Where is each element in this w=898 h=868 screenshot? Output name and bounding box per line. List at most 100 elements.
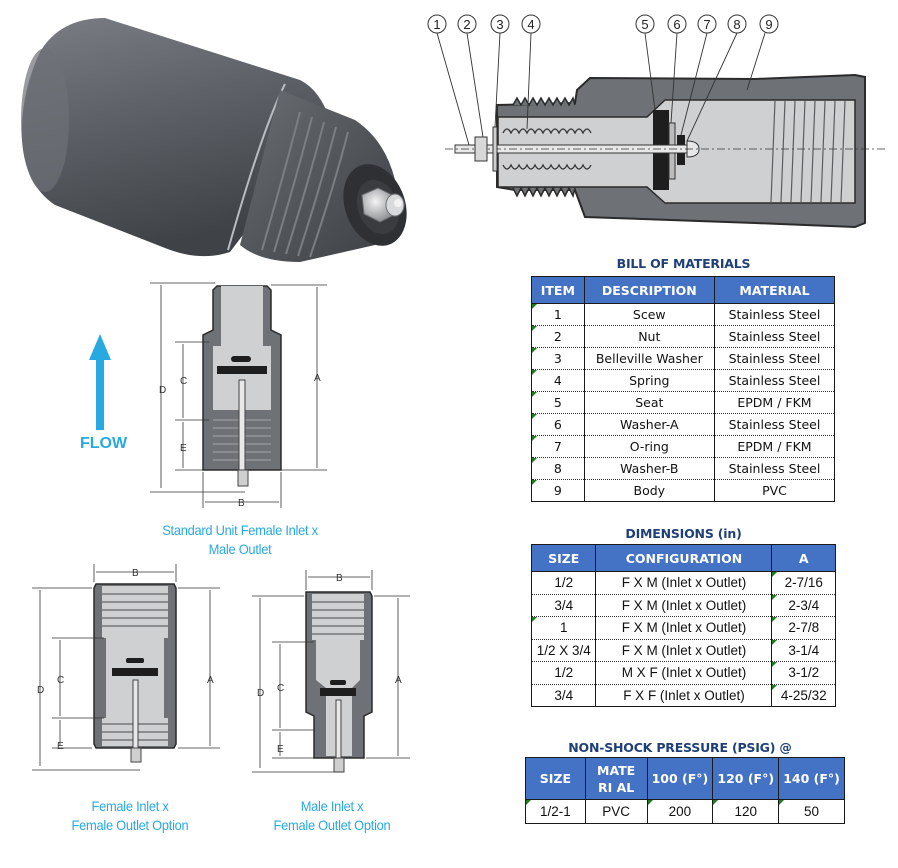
bom-title: BILL OF MATERIALS xyxy=(616,256,751,271)
dim-a-cell: 3-1/4 xyxy=(771,639,836,662)
svg-text:8: 8 xyxy=(733,17,740,32)
dim-label-a: A xyxy=(395,675,402,686)
dim-label-a: A xyxy=(314,373,321,384)
bom-description-cell: Spring xyxy=(583,369,715,392)
bom-description-cell: Washer-A xyxy=(583,413,715,436)
dim-size-cell: 1/2 xyxy=(530,571,597,595)
bom-material-cell: EPDM / FKM xyxy=(713,435,836,458)
dim-label-b: B xyxy=(132,568,139,579)
dim-configuration-cell: F X M (Inlet x Outlet) xyxy=(595,571,773,595)
callout-4: 4 xyxy=(521,14,541,34)
callout-1: 1 xyxy=(427,14,447,34)
caption-line: Standard Unit Female Inlet x xyxy=(162,522,318,538)
dim-header-a: A xyxy=(771,544,836,572)
dim-label-e: E xyxy=(180,443,187,454)
standard-unit-diagram: D C E A B xyxy=(145,280,345,510)
dim-label-d: D xyxy=(159,385,166,396)
dim-label-c: C xyxy=(277,683,284,694)
pressure-140f-cell: 50 xyxy=(778,799,845,824)
dim-label-e: E xyxy=(277,744,284,755)
dim-label-c: C xyxy=(57,675,64,686)
pressure-header-size: SIZE xyxy=(525,757,586,800)
callout-5: 5 xyxy=(635,14,655,34)
bom-header-description: DESCRIPTION xyxy=(583,276,715,304)
caption-line: Male Outlet xyxy=(208,541,272,557)
pressure-header-140f: 140 (F°) xyxy=(778,757,845,800)
pressure-header-120f: 120 (F°) xyxy=(712,757,780,800)
bom-item-cell: 1 xyxy=(531,303,585,326)
svg-text:1: 1 xyxy=(433,17,440,32)
callout-6: 6 xyxy=(667,14,687,34)
dim-label-e: E xyxy=(57,741,64,752)
svg-text:9: 9 xyxy=(765,17,772,32)
callout-7: 7 xyxy=(697,14,717,34)
bom-description-cell: O-ring xyxy=(583,435,715,458)
dim-a-cell: 2-7/8 xyxy=(771,616,836,640)
svg-text:7: 7 xyxy=(703,17,710,32)
fxf-caption: Female Inlet x Female Outlet Option xyxy=(52,797,208,835)
bom-description-cell: Body xyxy=(583,479,715,502)
pressure-row: 1/2-1 PVC 200 120 50 xyxy=(525,799,845,824)
dim-label-b: B xyxy=(336,573,343,584)
cross-section-diagram: 1 2 3 4 5 6 7 8 9 xyxy=(415,5,895,235)
dim-label-c: C xyxy=(180,376,187,387)
dim-size-cell: 3/4 xyxy=(530,684,597,707)
bom-material-cell: Stainless Steel xyxy=(713,347,836,370)
bom-description-cell: Seat xyxy=(583,391,715,414)
svg-text:2: 2 xyxy=(463,17,470,32)
pressure-100f-cell: 200 xyxy=(646,799,714,824)
flow-indicator: FLOW xyxy=(78,330,128,460)
dim-configuration-cell: F X M (Inlet x Outlet) xyxy=(595,616,773,640)
dim-label-d: D xyxy=(37,685,44,696)
dim-a-cell: 2-7/16 xyxy=(771,571,836,595)
bom-item-cell: 8 xyxy=(531,457,585,480)
pressure-120f-cell: 120 xyxy=(712,799,780,824)
pressure-header-material-text: MATERI AL xyxy=(597,762,636,795)
bom-item-cell: 7 xyxy=(531,435,585,458)
svg-text:5: 5 xyxy=(641,17,648,32)
dim-configuration-cell: F X M (Inlet x Outlet) xyxy=(595,594,773,617)
bom-header-item: ITEM xyxy=(531,276,585,304)
pressure-table: SIZE MATERI AL 100 (F°) 120 (F°) 140 (F°… xyxy=(525,757,845,824)
product-photo xyxy=(0,0,430,270)
bom-material-cell: Stainless Steel xyxy=(713,457,836,480)
dim-label-a: A xyxy=(207,675,214,686)
callout-2: 2 xyxy=(457,14,477,34)
standard-unit-caption: Standard Unit Female Inlet x Male Outlet xyxy=(148,521,332,559)
dim-size-cell: 1/2 X 3/4 xyxy=(530,639,597,662)
dim-header-size: SIZE xyxy=(530,544,597,572)
dim-label-b: B xyxy=(238,498,245,509)
bom-description-cell: Washer-B xyxy=(583,457,715,480)
dimensions-title: DIMENSIONS (in) xyxy=(625,526,742,541)
bom-material-cell: Stainless Steel xyxy=(713,413,836,436)
mxf-diagram: D C E A B xyxy=(250,562,420,787)
bom-item-cell: 9 xyxy=(531,479,585,502)
bom-description-cell: Belleville Washer xyxy=(583,347,715,370)
dim-a-cell: 4-25/32 xyxy=(771,684,836,707)
bom-description-cell: Scew xyxy=(583,303,715,326)
flow-arrow-icon xyxy=(89,334,111,430)
caption-line: Female Outlet Option xyxy=(71,817,189,833)
product-photo-illustration xyxy=(21,18,407,262)
spring-part xyxy=(502,128,592,170)
caption-line: Male Inlet x xyxy=(300,798,364,814)
pressure-size-cell: 1/2-1 xyxy=(525,799,586,824)
caption-line: Female Inlet x xyxy=(91,798,169,814)
dim-header-configuration: CONFIGURATION xyxy=(595,544,773,572)
dim-label-d: D xyxy=(257,688,264,699)
bom-description-cell: Nut xyxy=(583,325,715,348)
dim-configuration-cell: F X F (Inlet x Outlet) xyxy=(595,684,773,707)
dim-size-cell: 3/4 xyxy=(530,594,597,617)
caption-line: Female Outlet Option xyxy=(273,817,391,833)
